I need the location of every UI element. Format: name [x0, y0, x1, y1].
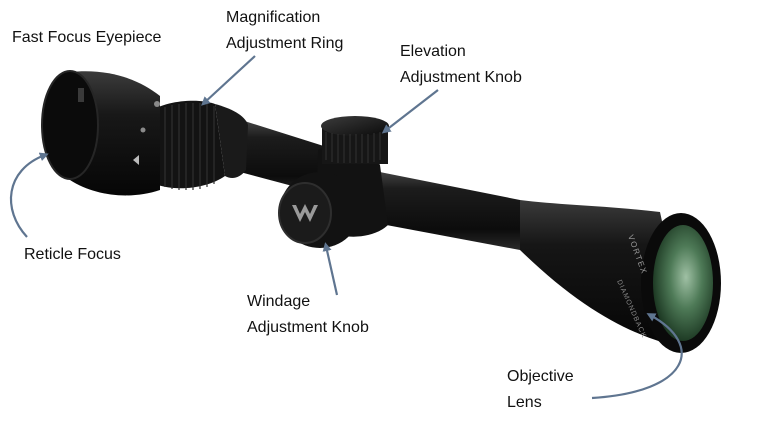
eyepiece-rear-face [41, 70, 99, 180]
label-elevation-line2: Adjustment Knob [400, 69, 522, 86]
label-windage-adjustment-knob: Windage Adjustment Knob [247, 289, 369, 341]
arrow-windage-knob [322, 242, 339, 296]
label-magnification-line1: Magnification [226, 9, 321, 26]
front-tube [360, 168, 520, 250]
arrow-objective-lens [591, 313, 683, 400]
label-fast-focus-eyepiece-text: Fast Focus Eyepiece [12, 29, 162, 46]
label-reticle-focus-text: Reticle Focus [24, 246, 121, 263]
label-objective-lens: Objective Lens [507, 364, 574, 416]
label-objective-line2: Lens [507, 394, 542, 411]
label-windage-line2: Adjustment Knob [247, 319, 369, 336]
label-objective-line1: Objective [507, 368, 574, 385]
mag-indicator-dot-2 [140, 127, 146, 133]
arrow-reticle-focus [10, 152, 49, 238]
arrow-elevation-knob [381, 89, 439, 134]
label-fast-focus-eyepiece: Fast Focus Eyepiece [12, 25, 161, 51]
label-magnification-line2: Adjustment Ring [226, 35, 344, 52]
windage-turret-cap [278, 182, 332, 244]
vortex-logo-icon [292, 204, 318, 222]
mag-indicator-dot [154, 101, 160, 107]
magnification-ring [150, 100, 225, 189]
arrow-magnification-ring [201, 55, 256, 106]
elevation-turret-knurling [325, 132, 381, 163]
label-windage-line1: Windage [247, 293, 311, 310]
label-magnification-adjustment-ring: Magnification Adjustment Ring [226, 5, 343, 57]
objective-lens-glass [653, 225, 713, 341]
label-elevation-line1: Elevation [400, 43, 466, 60]
mag-indicator-triangle [133, 155, 139, 165]
eyepiece-grip-marks [78, 88, 84, 102]
label-reticle-focus: Reticle Focus [24, 242, 121, 268]
elevation-turret-cap [321, 116, 389, 136]
label-elevation-adjustment-knob: Elevation Adjustment Knob [400, 39, 522, 91]
mag-collar [215, 104, 248, 178]
